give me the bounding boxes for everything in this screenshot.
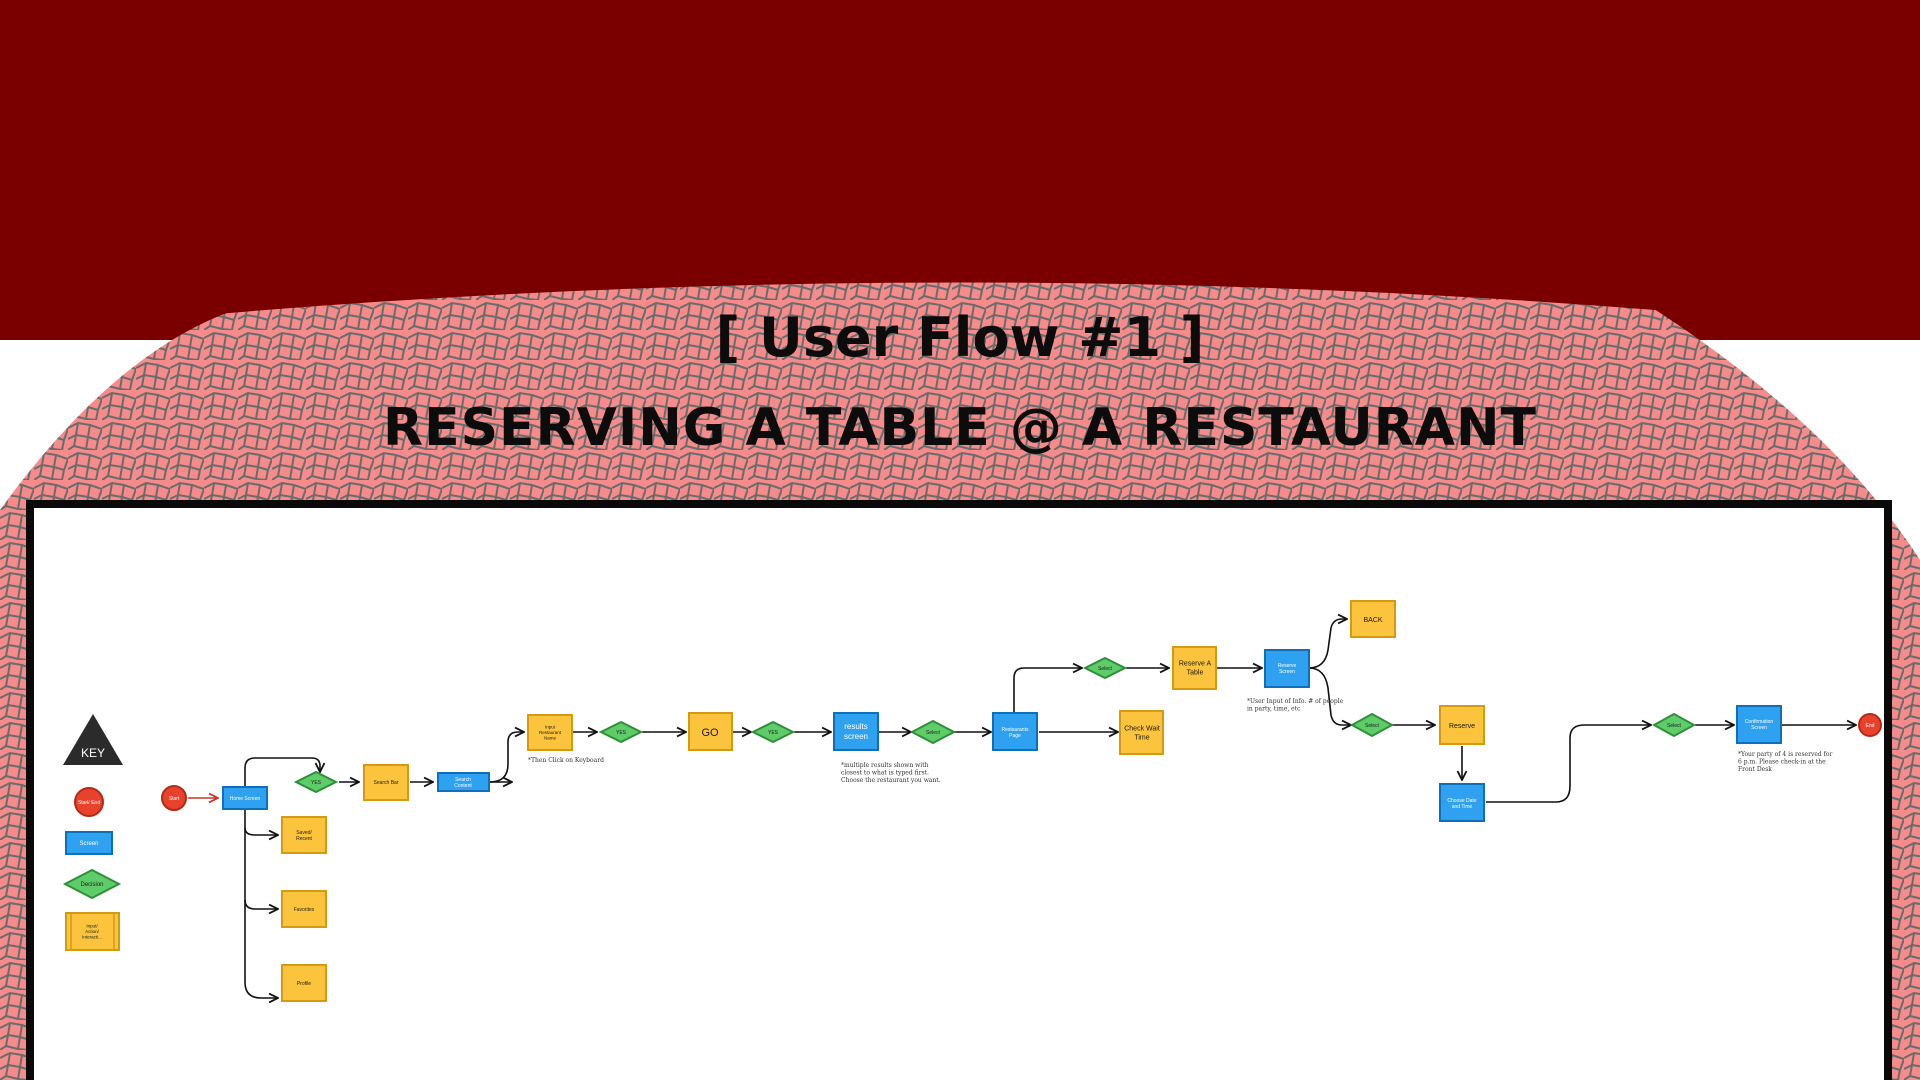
yes-decision-2 [598, 720, 644, 744]
end-node [1858, 713, 1882, 737]
key-triangle [63, 714, 123, 765]
start-node [161, 785, 187, 811]
saved-recent-node [281, 816, 327, 854]
reserve-screen-node [1264, 649, 1310, 688]
saved-recent-label: Saved/Recent [296, 830, 312, 842]
select-decision-1 [909, 719, 957, 745]
reserve-node [1439, 705, 1485, 745]
key-terminal [74, 787, 104, 817]
key-legend: KEY Start/ End Screen Decision Input/Act… [62, 714, 123, 951]
connector [244, 757, 320, 786]
select-decision-2 [1082, 656, 1128, 680]
search-content-node [437, 772, 490, 792]
connector [1486, 725, 1651, 803]
key-title: KEY [81, 746, 105, 760]
profile-node [281, 964, 327, 1002]
yes-label-2: YES [616, 730, 627, 736]
start-label: Start [169, 796, 180, 802]
connector [244, 827, 278, 835]
banner-curve [0, 0, 1920, 335]
connector [244, 810, 278, 998]
key-input-label: Input/Action/Interacti... [82, 923, 102, 939]
profile-label: Profile [297, 981, 311, 987]
connectors [188, 619, 1856, 998]
input-name-node [527, 714, 573, 751]
go-node [688, 712, 733, 751]
back-node [1350, 600, 1396, 638]
select-label-3: Select [1365, 723, 1380, 729]
select-decision-4 [1651, 712, 1697, 738]
connector [1308, 619, 1347, 669]
restaurant-page-node [992, 712, 1038, 751]
check-wait-node [1119, 710, 1164, 755]
select-label-4: Select [1667, 723, 1682, 729]
page-subtitle: RESERVING A TABLE @ A RESTAURANT [383, 398, 1537, 458]
home-screen-label: Home Screen [230, 796, 261, 802]
connector [1308, 667, 1351, 725]
page-title: [ User Flow #1 ] [715, 306, 1205, 369]
key-screen-label: Screen [79, 841, 98, 847]
reserve-label: Reserve [1449, 723, 1475, 730]
key-terminal-label: Start/ End [78, 800, 100, 806]
select-label-2: Select [1098, 666, 1113, 672]
results-screen-node [833, 712, 879, 751]
select-decision-3 [1349, 712, 1395, 738]
key-screen [65, 831, 113, 855]
key-decision [62, 868, 122, 900]
diagram-board [26, 500, 1892, 1080]
search-bar-label: Search Bar [373, 780, 398, 786]
yes-label-1: YES [311, 780, 322, 786]
confirmation-screen-node [1736, 705, 1782, 744]
end-label: End [1866, 723, 1875, 729]
yes-decision-3 [750, 720, 796, 744]
key-input [65, 912, 120, 951]
select-label-1: Select [926, 730, 941, 736]
home-screen-node [222, 786, 268, 810]
favorites-label: Favorites [294, 907, 315, 913]
connector [1013, 668, 1082, 712]
choose-date-node [1439, 783, 1485, 822]
yes-decision-1 [293, 770, 339, 794]
favorites-node [281, 890, 327, 928]
key-decision-label: Decision [80, 882, 103, 888]
yes-label-3: YES [768, 730, 779, 736]
connector [244, 899, 278, 909]
go-label: GO [701, 727, 719, 739]
back-label: BACK [1363, 617, 1382, 624]
connector [489, 732, 524, 783]
keyboard-note: *Then Click on Keyboard [528, 757, 604, 764]
reserve-table-node [1172, 646, 1217, 690]
search-bar-node [363, 764, 409, 801]
